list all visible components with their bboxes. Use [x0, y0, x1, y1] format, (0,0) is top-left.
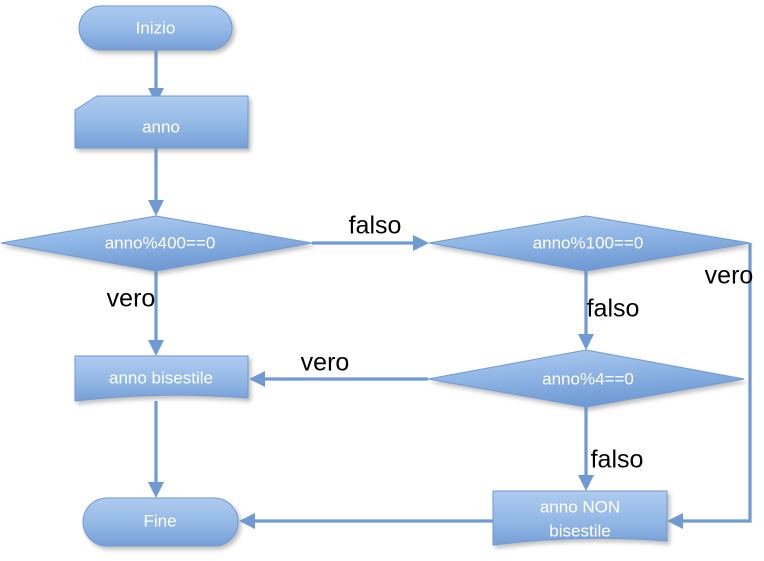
connector-layer	[148, 50, 752, 529]
edge-dec4-vero-to-bisestile	[249, 371, 428, 387]
edge-bisestile-to-fine	[148, 401, 164, 498]
input-anno-shape[interactable]	[74, 95, 249, 149]
bisestile-shape[interactable]	[74, 355, 249, 402]
edge-label-layer: falso vero vero falso vero falso	[107, 212, 754, 474]
decision-4-label: anno%4==0	[542, 369, 634, 388]
input-anno-label: anno	[142, 117, 180, 136]
end-shape[interactable]	[82, 497, 239, 547]
edge-label-dec400-falso: falso	[349, 212, 402, 240]
edge-dec100-falso-to-dec4	[578, 271, 594, 350]
edge-input-to-dec400	[148, 148, 164, 216]
start-shape[interactable]	[78, 5, 233, 51]
start-label: Inizio	[136, 18, 176, 37]
edge-dec400-vero-to-bisestile	[148, 271, 164, 356]
node-non-bisestile[interactable]: anno NON bisestile	[492, 490, 668, 546]
node-decision-400[interactable]: anno%400==0	[0, 215, 313, 272]
non-bisestile-label-line1: anno NON	[540, 497, 620, 516]
decision-100-shape[interactable]	[428, 215, 751, 272]
edge-dec400-falso-to-dec100	[312, 235, 429, 251]
decision-4-shape[interactable]	[427, 349, 745, 408]
decision-400-label: anno%400==0	[105, 233, 216, 252]
edge-label-dec400-vero: vero	[107, 285, 156, 313]
edge-dec100-vero-to-nonbisestile	[667, 243, 752, 529]
edge-label-dec100-vero: vero	[705, 262, 754, 290]
non-bisestile-shape[interactable]	[492, 490, 668, 546]
decision-100-label: anno%100==0	[533, 233, 644, 252]
non-bisestile-label-line2: bisestile	[549, 521, 610, 540]
edge-nonbisestile-to-fine	[239, 513, 493, 529]
decision-400-shape[interactable]	[0, 215, 313, 272]
edge-dec4-falso-to-nonbisestile	[578, 407, 594, 491]
edge-label-dec4-vero: vero	[301, 349, 350, 377]
edge-label-dec100-falso: falso	[587, 295, 640, 323]
node-end[interactable]: Fine	[82, 497, 239, 547]
node-decision-4[interactable]: anno%4==0	[427, 349, 745, 408]
bisestile-label: anno bisestile	[109, 368, 213, 387]
end-label: Fine	[143, 511, 176, 530]
edge-label-dec4-falso: falso	[591, 446, 644, 474]
node-decision-100[interactable]: anno%100==0	[428, 215, 751, 272]
node-bisestile[interactable]: anno bisestile	[74, 355, 249, 402]
node-input-anno[interactable]: anno	[74, 95, 249, 149]
node-start[interactable]: Inizio	[78, 5, 233, 51]
